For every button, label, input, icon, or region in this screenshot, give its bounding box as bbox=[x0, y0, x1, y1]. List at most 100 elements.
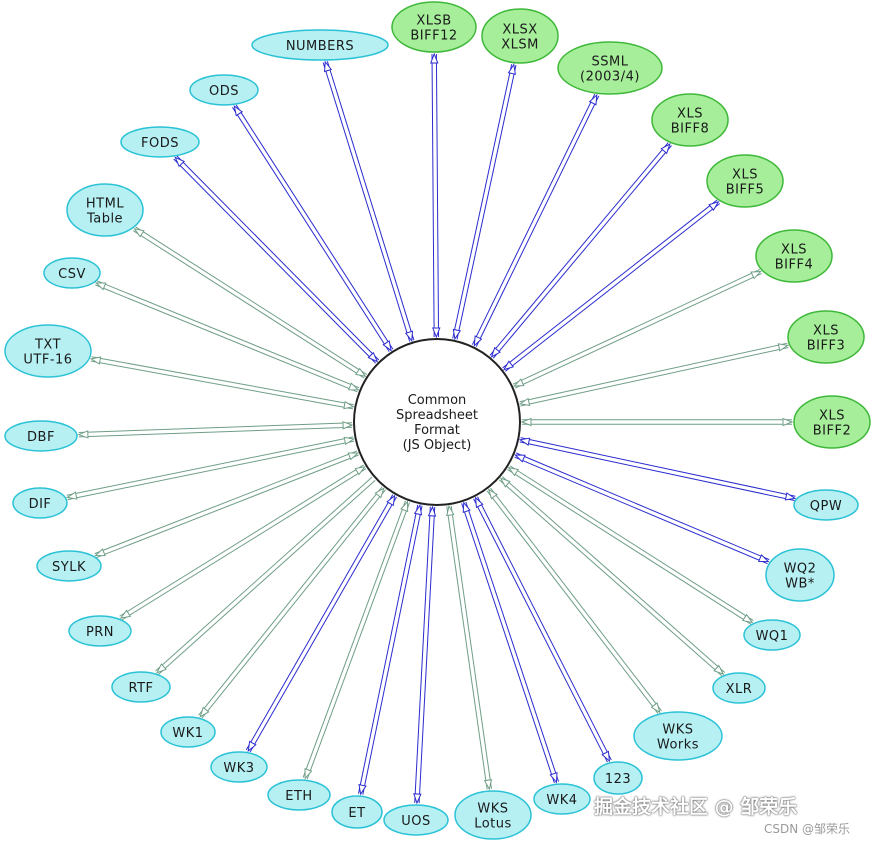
node-label-xlr: XLR bbox=[726, 682, 753, 697]
arrowhead-in-ods bbox=[382, 340, 392, 352]
arrowhead-in-html bbox=[355, 367, 367, 377]
arrowhead-in-xlsb bbox=[432, 327, 441, 339]
center-circle bbox=[353, 338, 521, 506]
node-label-rtf: RTF bbox=[128, 681, 153, 696]
edge-line-biff8 bbox=[492, 145, 672, 359]
node-label-wk3: WK3 bbox=[223, 761, 254, 776]
arrowhead-in-sylk bbox=[347, 452, 360, 461]
edge-lotus bbox=[446, 504, 493, 791]
edge-line-eth bbox=[306, 502, 411, 780]
node-shape-n123 bbox=[593, 761, 643, 795]
edge-line-csv bbox=[95, 284, 358, 393]
edge-line-txt bbox=[90, 360, 354, 410]
arrowhead-in-biff4 bbox=[512, 378, 525, 387]
arrowhead-out-dif bbox=[65, 491, 78, 500]
edge-line-ssml bbox=[471, 93, 596, 345]
arrowhead-out-xlsx bbox=[507, 63, 516, 75]
edge-line-wk3 bbox=[249, 496, 398, 753]
arrowhead-out-biff3 bbox=[777, 343, 790, 352]
node-label-dif: DIF bbox=[29, 497, 52, 512]
edge-et bbox=[358, 503, 423, 796]
arrowhead-out-biff4 bbox=[750, 270, 763, 280]
node-label-wk1: WK1 bbox=[172, 726, 203, 741]
node-prn: PRN bbox=[68, 615, 132, 647]
edge-n123 bbox=[473, 496, 612, 763]
node-dbf: DBF bbox=[4, 420, 78, 452]
node-wk4: WK4 bbox=[533, 783, 591, 815]
edge-works bbox=[486, 487, 662, 714]
node-shape-uos bbox=[383, 804, 449, 836]
node-label-wq1: WQ1 bbox=[756, 629, 789, 644]
node-label-wq2: WQ2 bbox=[784, 562, 817, 577]
arrowhead-out-dbf bbox=[77, 430, 89, 439]
arrowhead-out-xlr bbox=[713, 664, 725, 676]
node-label-lotus: WKS bbox=[477, 802, 508, 817]
node-shape-txt bbox=[4, 324, 92, 378]
node-rtf: RTF bbox=[111, 671, 171, 703]
edge-line-wk4 bbox=[465, 501, 560, 782]
arrowhead-out-wk3 bbox=[247, 740, 257, 753]
edge-line-biff5 bbox=[502, 199, 718, 369]
node-shape-et bbox=[331, 795, 383, 829]
node-label-qpw: QPW bbox=[810, 499, 842, 514]
node-eth: ETH bbox=[267, 779, 331, 811]
node-shape-wq2 bbox=[765, 548, 835, 602]
node-label-uos: UOS bbox=[401, 814, 431, 829]
edge-sylk bbox=[94, 450, 360, 559]
edge-line-dbf bbox=[78, 422, 352, 433]
center-label-line-4: (JS Object) bbox=[403, 438, 472, 453]
arrowhead-out-works bbox=[650, 702, 661, 714]
arrowhead-in-wk1 bbox=[374, 487, 385, 499]
node-shape-xlr bbox=[712, 672, 766, 704]
edge-line-txt bbox=[91, 356, 354, 406]
node-shape-qpw bbox=[793, 489, 859, 521]
node-label-xlsx: XLSX bbox=[502, 23, 537, 38]
arrowhead-in-wq1 bbox=[507, 466, 520, 477]
node-shape-biff5 bbox=[706, 154, 784, 208]
arrowhead-out-biff8 bbox=[660, 143, 671, 155]
arrowhead-out-fods bbox=[174, 156, 185, 168]
edge-line-works bbox=[486, 490, 659, 714]
watermark-main: 掘金技术社区 @ 邹荣乐 bbox=[594, 796, 798, 818]
center-node: Common Spreadsheet Format (JS Object) bbox=[353, 338, 521, 506]
node-label-biff5: BIFF5 bbox=[726, 183, 764, 198]
edge-biff4 bbox=[512, 269, 763, 389]
node-label-biff2: BIFF2 bbox=[813, 424, 851, 439]
node-label-biff4: BIFF4 bbox=[775, 258, 813, 273]
arrowhead-in-works bbox=[487, 488, 498, 500]
edge-line-wq1 bbox=[507, 469, 752, 625]
arrowhead-in-numbers bbox=[404, 330, 414, 343]
edge-line-sylk bbox=[94, 450, 358, 555]
arrowhead-in-qpw bbox=[518, 437, 531, 446]
arrowhead-in-biff8 bbox=[490, 346, 501, 358]
node-shape-lotus bbox=[454, 790, 532, 840]
edge-line-xlsx bbox=[456, 65, 517, 340]
node-shape-wq1 bbox=[743, 619, 801, 651]
edge-line-rtf bbox=[158, 479, 376, 675]
edge-line-xlr bbox=[501, 476, 726, 673]
arrowhead-out-uos bbox=[413, 793, 422, 805]
node-label-txt: UTF-16 bbox=[23, 353, 72, 368]
center-label-line-1: Common bbox=[408, 393, 467, 408]
node-csv: CSV bbox=[43, 257, 101, 289]
arrowhead-in-n123 bbox=[474, 496, 484, 509]
edge-line-dif bbox=[66, 436, 354, 496]
edge-xlr bbox=[499, 476, 726, 677]
edge-ods bbox=[232, 104, 394, 352]
edge-uos bbox=[413, 505, 437, 805]
node-fods: FODS bbox=[120, 126, 200, 158]
arrowhead-out-xlsb bbox=[430, 52, 439, 64]
arrowhead-out-eth bbox=[304, 767, 313, 780]
node-shape-ods bbox=[189, 74, 259, 106]
edge-line-n123 bbox=[477, 496, 612, 761]
edge-line-uos bbox=[414, 506, 431, 803]
arrowhead-in-xlr bbox=[499, 477, 511, 488]
node-label-works: Works bbox=[657, 738, 699, 753]
node-label-wq2: WB* bbox=[785, 577, 815, 592]
